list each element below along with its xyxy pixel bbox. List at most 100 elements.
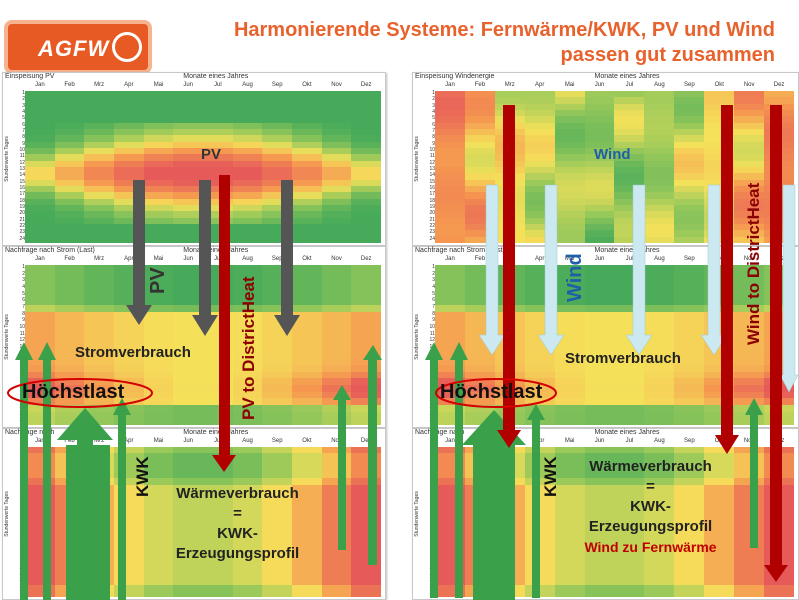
heatmap-cell [321, 154, 352, 161]
pv-vertical-label: PV [147, 267, 169, 294]
heatmap-cell [704, 534, 735, 541]
heatmap-cell [351, 192, 381, 199]
heatmap-cell [584, 278, 615, 285]
month-tick: Aug [654, 438, 665, 444]
heatmap-cell [644, 522, 675, 529]
heatmap-cell [262, 572, 292, 579]
heatmap-cell [584, 503, 615, 510]
month-tick: Jul [214, 256, 222, 262]
heatmap-cell [584, 398, 615, 405]
heatmap-cell [173, 472, 203, 479]
heatmap-cell [113, 490, 144, 497]
heatmap-cell [143, 311, 174, 319]
heatmap-cell [262, 453, 292, 460]
heatmap-cell [25, 398, 55, 405]
heatmap-cell [351, 110, 381, 117]
heatmap-cell [554, 572, 585, 579]
heatmap-cell [291, 398, 322, 405]
heatmap-cell [554, 141, 585, 148]
heatmap-cell [644, 547, 675, 554]
heatmap-cell [614, 384, 645, 392]
heatmap-cell [554, 278, 585, 285]
heatmap-cell [674, 553, 705, 560]
heatmap-cell [202, 515, 233, 522]
heatmap-cell [262, 236, 292, 243]
heatmap-cell [614, 186, 645, 193]
heatmap-cell [464, 324, 495, 332]
heatmap-cell [644, 173, 675, 180]
heatmap-cell [232, 217, 263, 224]
heatmap-cell [291, 198, 322, 205]
heatmap-cell [734, 318, 765, 325]
heatmap-cell [321, 298, 352, 305]
heatmap-cell [291, 559, 322, 566]
month-tick: Nov [743, 82, 755, 88]
heatmap-cell [291, 351, 322, 359]
heatmap-cell [554, 236, 585, 243]
heatmap-cell [554, 490, 585, 497]
heatmap-cell [614, 534, 645, 541]
month-tick: Sep [683, 256, 695, 262]
hour-tick: 15 [19, 178, 25, 185]
heatmap-cell [644, 129, 675, 136]
heatmap-cell [584, 490, 615, 497]
heatmap-cell [464, 167, 495, 174]
heatmap-cell [113, 97, 144, 104]
heatmap-cell [704, 447, 735, 454]
heatmap-cell [614, 515, 645, 522]
heatmap-cell [232, 378, 263, 385]
heatmap-cell [524, 198, 555, 205]
month-tick: Nov [743, 438, 755, 444]
heatmap-cell [584, 122, 615, 129]
heatmap-cell [84, 154, 114, 161]
heatmap-cell [202, 192, 233, 199]
heatmap-cell [113, 135, 144, 142]
heatmap-cell [173, 371, 203, 379]
heatmap-cell [704, 404, 735, 412]
heatmap-cell [25, 547, 55, 554]
heatmap-cell [554, 344, 585, 352]
heatmap-cell [584, 534, 615, 541]
month-tick: Mrz [504, 82, 515, 88]
heatmap-cell [464, 404, 495, 412]
heatmap-cell [232, 224, 263, 231]
heatmap-cell [674, 122, 705, 129]
heatmap-cell [584, 371, 615, 379]
heatmap-cell [674, 230, 705, 237]
heatmap-cell [84, 411, 114, 419]
heatmap-cell [173, 265, 203, 272]
heatmap-cell [262, 472, 292, 479]
heatmap-cell [143, 364, 174, 372]
heatmap-cell [291, 278, 322, 285]
heatmap-cell [614, 411, 645, 419]
heatmap-cell [614, 91, 645, 98]
heatmap-cell [351, 271, 381, 279]
heatmap-cell [584, 236, 615, 243]
heatmap-cell [113, 129, 144, 136]
heatmap-cell [734, 378, 765, 385]
heatmap-cell [262, 284, 292, 292]
heatmap-cell [232, 534, 263, 541]
heatmap-cell [351, 522, 381, 529]
heatmap-cell [584, 540, 615, 547]
heatmap-cell [321, 497, 352, 504]
heatmap-cell [644, 284, 675, 292]
heatmap-cell [25, 358, 55, 365]
heatmap-cell [435, 344, 465, 352]
hour-tick: 19 [19, 203, 25, 210]
heatmap-cell [113, 371, 144, 379]
heatmap-cell [173, 91, 203, 98]
heatmap-cell [734, 271, 765, 279]
heatmap-cell [262, 116, 292, 123]
heatmap-cell [614, 192, 645, 199]
hour-tick: 6 [432, 121, 435, 128]
heatmap-cell [143, 179, 174, 186]
heatmap-cell [25, 311, 55, 319]
heatmap-cell [54, 186, 85, 193]
heatmap-cell [143, 236, 174, 243]
heatmap-cell [202, 284, 233, 292]
heatmap-cell [143, 331, 174, 339]
heatmap-cell [143, 553, 174, 560]
heatmap-cell [143, 490, 174, 497]
heatmap-cell [554, 103, 585, 110]
